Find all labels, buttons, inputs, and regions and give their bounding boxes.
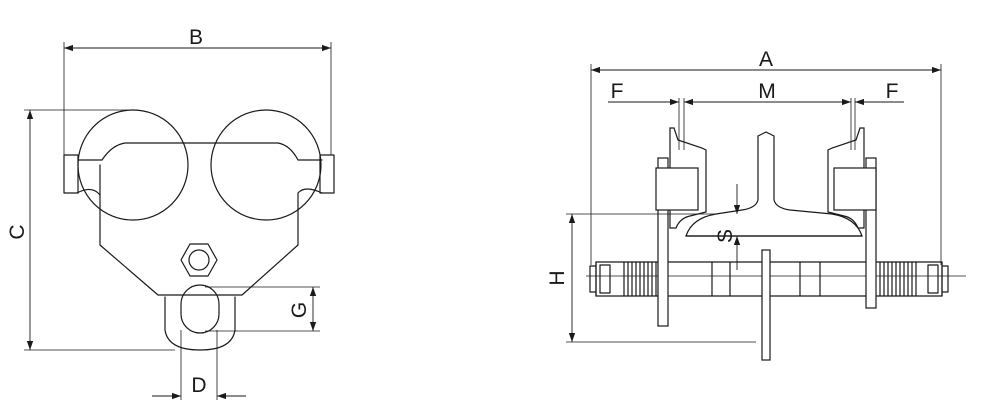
dimension-a: A <box>590 48 942 265</box>
label-f-left: F <box>611 80 624 103</box>
trolley-front-view <box>63 109 335 351</box>
label-f-right: F <box>886 80 899 103</box>
trolley-side-view <box>586 98 966 361</box>
label-a: A <box>759 48 773 71</box>
dimension-m: M <box>684 80 851 106</box>
dimension-b: B <box>63 26 332 155</box>
label-d: D <box>191 374 206 397</box>
right-thread <box>879 261 917 297</box>
label-h: H <box>546 270 569 285</box>
label-m: M <box>758 80 776 103</box>
dimension-g: G <box>205 286 320 332</box>
label-b: B <box>189 26 203 49</box>
dimension-d: D <box>152 330 246 400</box>
dimension-f-right: F <box>855 80 904 106</box>
label-c: C <box>6 224 29 239</box>
label-s: S <box>714 229 737 243</box>
dimension-s: S <box>714 184 741 270</box>
dimension-h: H <box>546 213 756 343</box>
left-thread <box>623 261 657 297</box>
dimension-c: C <box>6 109 175 351</box>
dimension-f-left: F <box>608 80 679 106</box>
label-g: G <box>288 302 311 318</box>
